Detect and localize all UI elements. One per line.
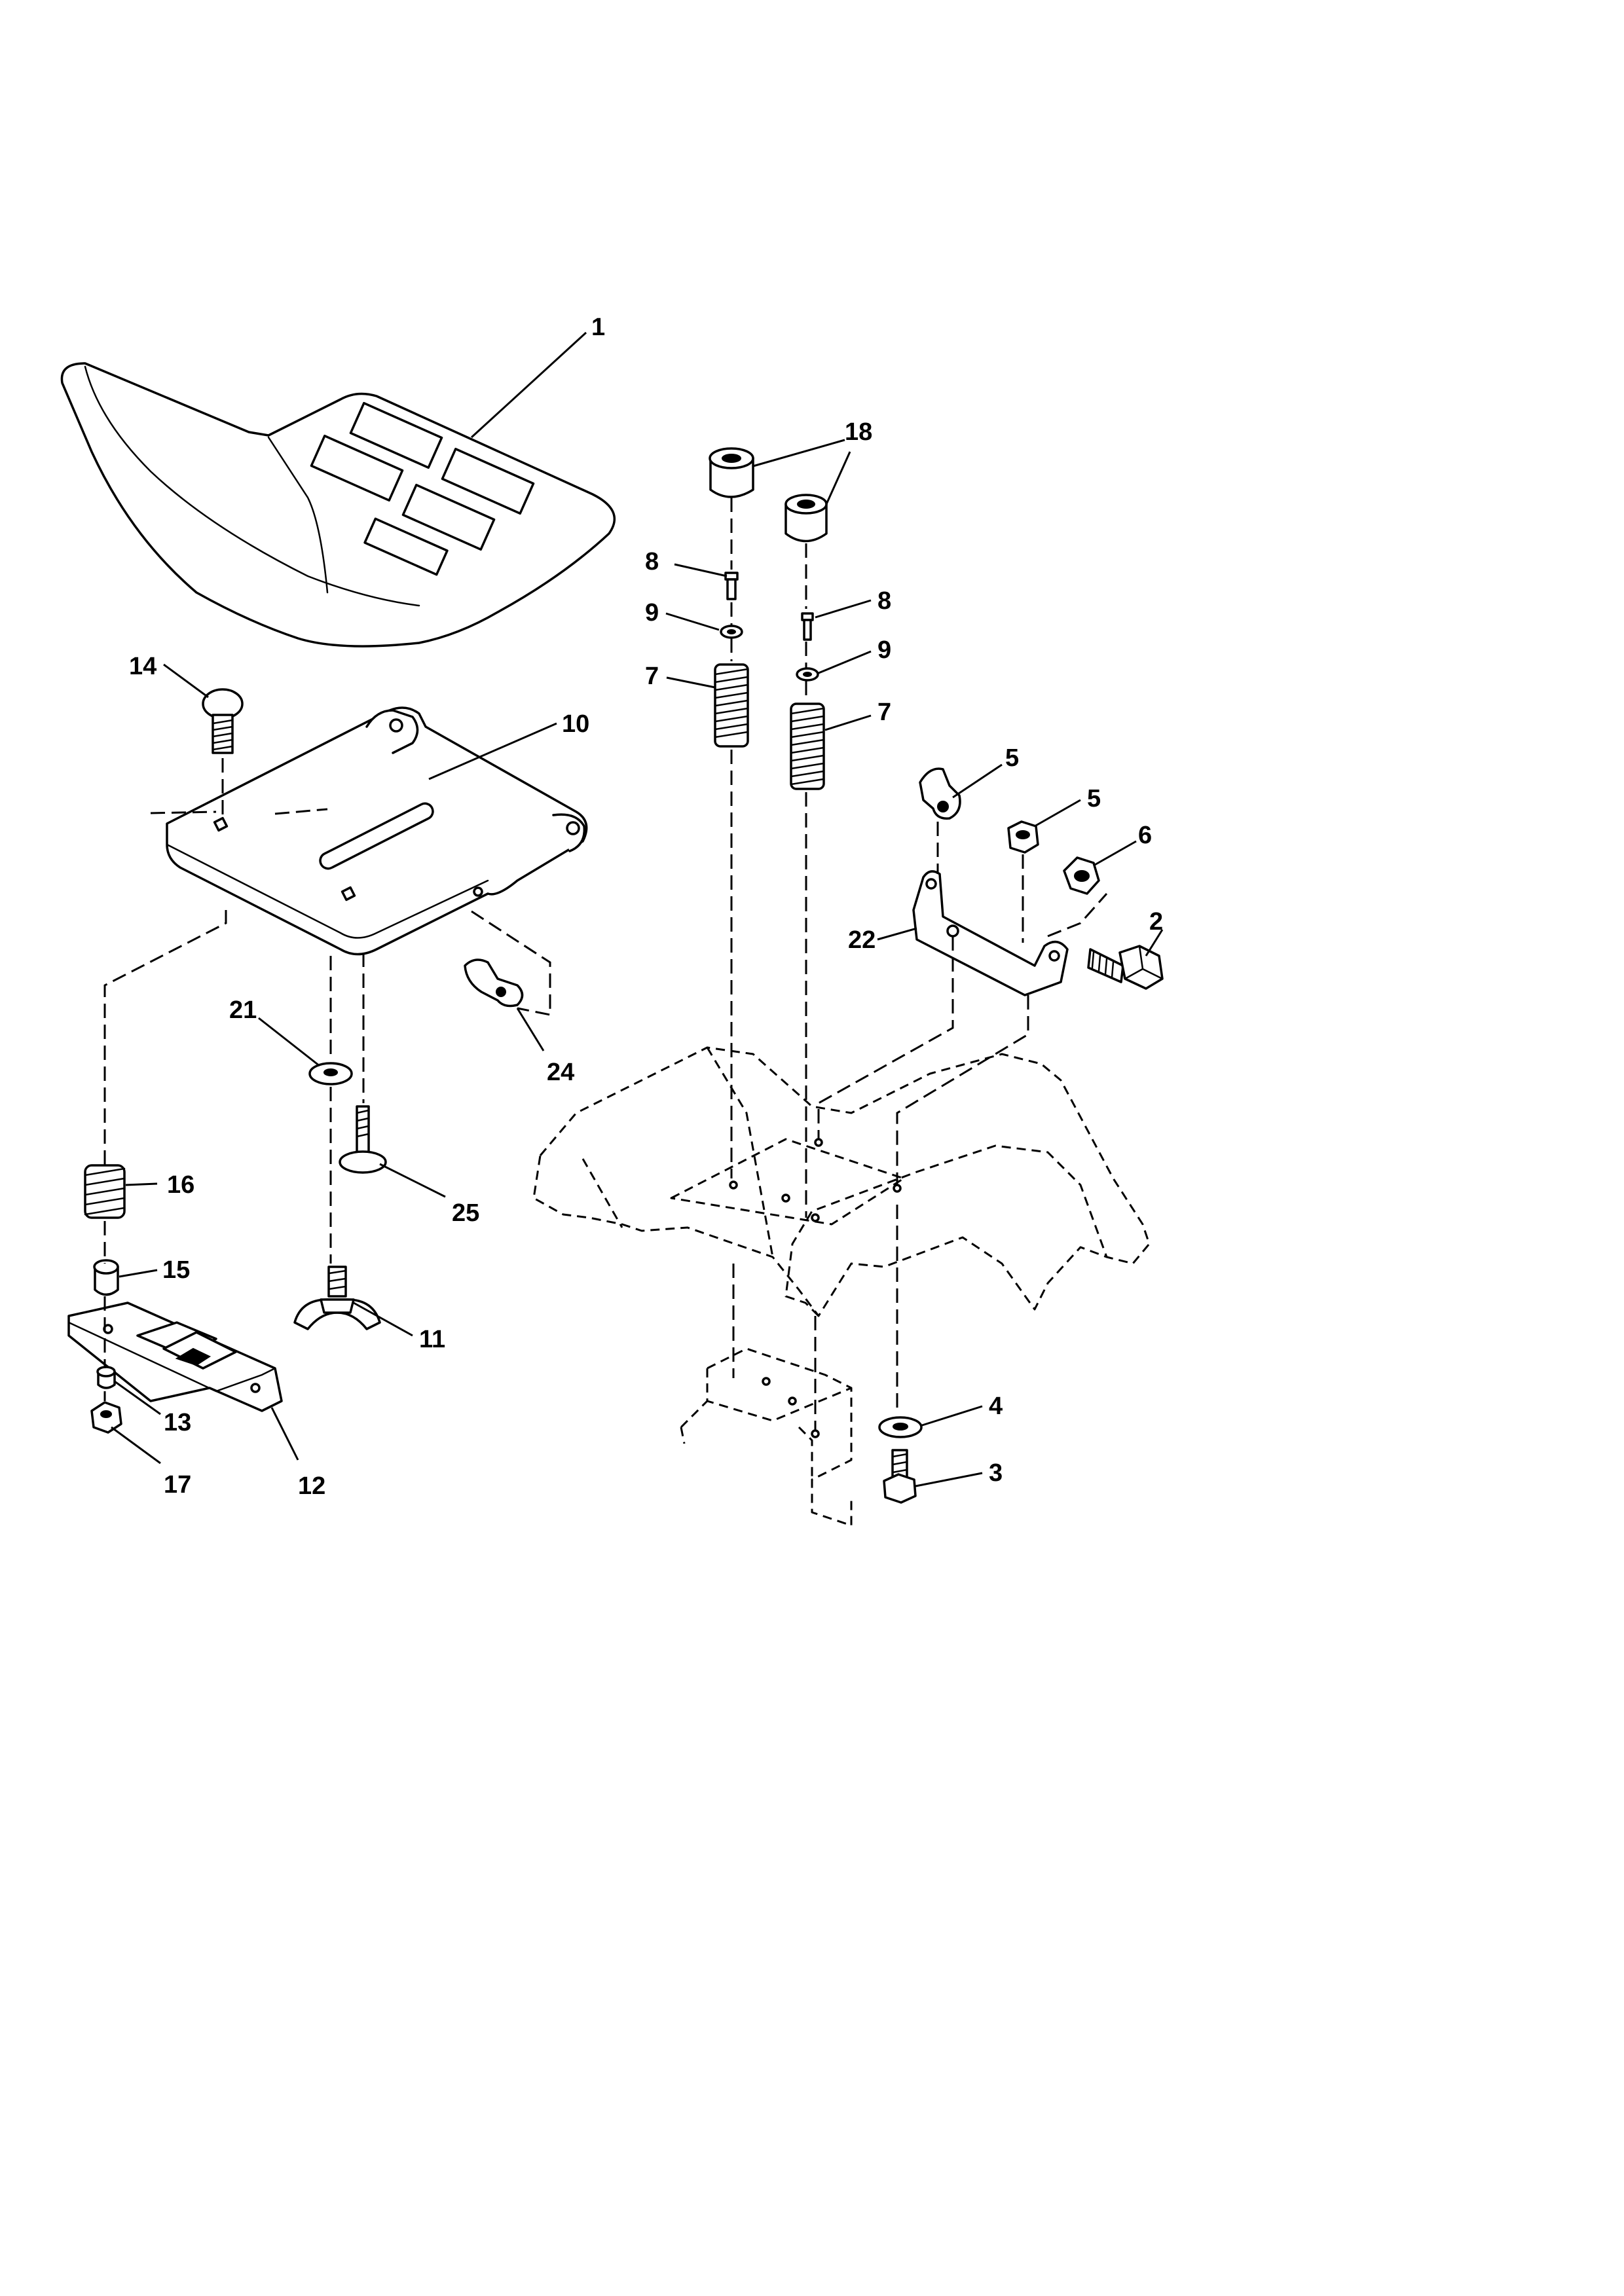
- callout-22: 6: [1138, 822, 1152, 849]
- shoulder-bolt: [1087, 945, 1164, 990]
- callout-7b: 7: [877, 699, 891, 726]
- frame-outline: [532, 1046, 1151, 1527]
- flat-washer-4: [878, 1416, 923, 1438]
- seat-pan: [166, 706, 588, 956]
- seat: [60, 362, 616, 647]
- hex-nut: [1007, 820, 1039, 854]
- bracket: [912, 870, 1069, 996]
- callout-2: 22: [848, 926, 876, 954]
- bolt-right: [801, 612, 814, 641]
- callout-5a: 5: [1005, 744, 1019, 772]
- flat-washer-24: [308, 1062, 353, 1085]
- callout-17: 17: [164, 1471, 191, 1499]
- bushing-15: [93, 1259, 119, 1296]
- callout-3: 3: [989, 1459, 1003, 1487]
- knob: [293, 1266, 381, 1330]
- shoulder-screw: [339, 1105, 387, 1174]
- callout-18: 18: [845, 418, 872, 446]
- carriage-bolt: [202, 688, 244, 754]
- callout-7a: 7: [645, 663, 659, 690]
- spring-16: [84, 1164, 126, 1219]
- spring-left: [714, 663, 749, 748]
- clip-lower: [464, 958, 524, 1008]
- callout-8a: 8: [645, 548, 659, 575]
- callout-4: 4: [989, 1393, 1003, 1420]
- callout-8b: 8: [877, 587, 891, 615]
- spring-right: [790, 702, 825, 790]
- bushing-right: [784, 494, 828, 543]
- bushing-left: [709, 447, 754, 498]
- callout-lines: [111, 331, 1164, 1487]
- washer-right: [796, 667, 819, 682]
- callout-6: 5: [1087, 785, 1101, 812]
- callout-labels: 1 18 8 8 9 9 7 7 14 10 5 5 6 22 2 21 24 …: [129, 314, 1163, 1500]
- callout-11: 11: [419, 1326, 445, 1353]
- callout-10: 10: [562, 710, 589, 738]
- nut-17: [90, 1401, 122, 1434]
- callout-9a: 9: [645, 599, 659, 627]
- slide-plate: [67, 1302, 283, 1412]
- callout-14: 14: [129, 653, 157, 680]
- callout-24: 21: [229, 996, 257, 1024]
- callout-13: 13: [164, 1409, 191, 1436]
- hex-bolt: [883, 1449, 917, 1504]
- callout-1: 1: [591, 314, 605, 341]
- callout-15: 15: [162, 1256, 190, 1284]
- washer-left: [720, 625, 743, 639]
- callout-16: 16: [167, 1171, 194, 1199]
- bolt-left: [724, 572, 739, 600]
- callout-9b: 9: [877, 636, 891, 664]
- clip-upper: [919, 767, 961, 820]
- callout-5b: 24: [547, 1059, 574, 1086]
- callout-21: 2: [1149, 908, 1163, 936]
- spacer-13: [96, 1366, 116, 1389]
- callout-12: 12: [298, 1472, 325, 1500]
- lock-nut: [1063, 856, 1100, 895]
- assembly-lines: [103, 498, 1108, 1430]
- callout-25: 25: [452, 1199, 479, 1227]
